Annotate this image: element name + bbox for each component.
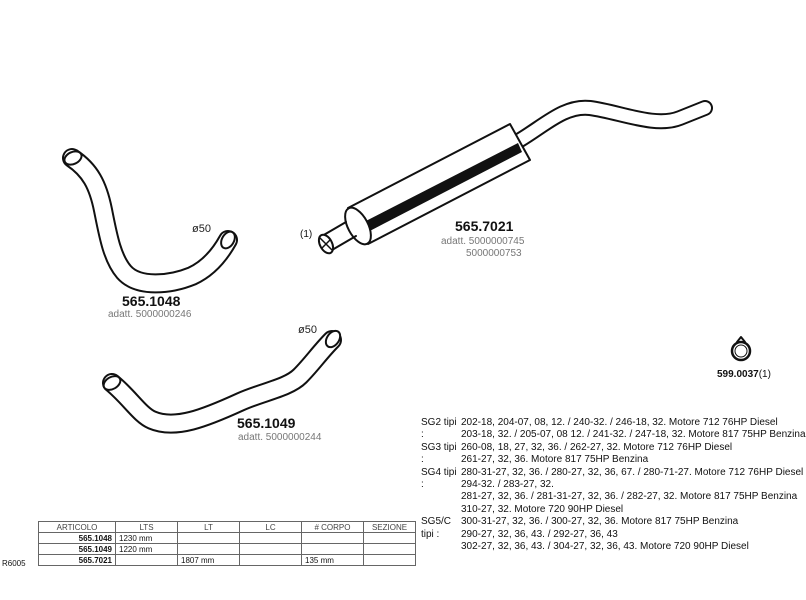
muffler-adatt-2: 5000000753 <box>466 248 522 259</box>
app-group-label: SG3 tipi : <box>421 441 457 466</box>
col-lts: LTS <box>115 521 178 533</box>
pipe-565-1048-drawing <box>62 148 238 294</box>
cell-sezione <box>363 543 416 555</box>
cell-lc <box>239 532 302 544</box>
clamp-code: 599.0037 <box>717 369 759 380</box>
vehicle-applications: SG2 tipi : 202-18, 204-07, 08, 12. / 240… <box>421 417 806 553</box>
col-articolo: ARTICOLO <box>38 521 116 533</box>
clamp-599-0037-drawing <box>730 336 752 362</box>
cell-corpo <box>301 543 364 555</box>
muffler-note: (1) <box>300 229 313 240</box>
app-line: 310-27, 32. Motore 720 90HP Diesel <box>461 503 624 515</box>
cell-corpo <box>301 532 364 544</box>
cell-lt <box>177 532 240 544</box>
app-line: 281-27, 32, 36. / 281-31-27, 32, 36. / 2… <box>461 491 798 503</box>
pipe-565-1048-diameter: ø50 <box>192 223 211 235</box>
cell-corpo: 135 mm <box>301 554 364 566</box>
table-row: 565.7021 1807 mm 135 mm <box>38 554 416 566</box>
muffler-adatt-1: adatt. 5000000745 <box>441 236 525 247</box>
table-row: 565.1048 1230 mm <box>38 532 416 544</box>
app-line: 290-27, 32, 36, 43. / 292-27, 36, 43 <box>461 528 618 540</box>
clamp-label: 599.0037(1) <box>717 369 771 380</box>
table-row: 565.1049 1220 mm <box>38 543 416 555</box>
table-row-code: R6005 <box>2 559 26 568</box>
cell-articolo: 565.7021 <box>38 554 116 566</box>
pipe-565-1048-code: 565.1048 <box>122 293 181 309</box>
muffler-565-7021-drawing <box>317 99 713 255</box>
col-lt: LT <box>177 521 240 533</box>
cell-lt: 1807 mm <box>177 554 240 566</box>
col-corpo: # CORPO <box>301 521 364 533</box>
app-group-sg4: SG4 tipi : 280-31-27, 32, 36. / 280-27, … <box>421 467 806 517</box>
app-group-label: SG2 tipi : <box>421 417 457 441</box>
app-line: 203-18, 32. / 205-07, 08 12. / 241-32. /… <box>461 429 806 441</box>
cell-lc <box>239 543 302 555</box>
app-line: 294-32. / 283-27, 32. <box>461 479 554 491</box>
cell-sezione <box>363 532 416 544</box>
app-group-sg2: SG2 tipi : 202-18, 204-07, 08, 12. / 240… <box>421 417 806 442</box>
cell-lt <box>177 543 240 555</box>
cell-lts: 1230 mm <box>115 532 178 544</box>
app-group-sg5c: SG5/C tipi : 300-31-27, 32, 36. / 300-27… <box>421 516 806 553</box>
clamp-note: (1) <box>758 369 771 380</box>
app-line: 302-27, 32, 36, 43. / 304-27, 32, 36, 43… <box>461 541 749 553</box>
specifications-table: ARTICOLO LTS LT LC # CORPO SEZIONE 565.1… <box>38 521 416 566</box>
cell-lts <box>115 554 178 566</box>
app-line: 202-18, 204-07, 08, 12. / 240-32. / 246-… <box>461 417 778 428</box>
app-line: 260-08, 18, 27, 32, 36. / 262-27, 32. Mo… <box>461 441 733 453</box>
muffler-565-7021-code: 565.7021 <box>455 218 514 234</box>
cell-articolo: 565.1049 <box>38 543 116 555</box>
pipe-565-1049-drawing <box>102 329 342 434</box>
col-sezione: SEZIONE <box>363 521 416 533</box>
pipe-565-1049-adatt: adatt. 5000000244 <box>238 432 322 443</box>
pipe-565-1048-adatt: adatt. 5000000246 <box>108 309 192 320</box>
app-group-sg3: SG3 tipi : 260-08, 18, 27, 32, 36. / 262… <box>421 442 806 467</box>
cell-articolo: 565.1048 <box>38 532 116 544</box>
cell-sezione <box>363 554 416 566</box>
app-group-label: SG5/C tipi : <box>421 516 452 540</box>
pipe-565-1049-diameter: ø50 <box>298 324 317 336</box>
app-line: 280-31-27, 32, 36. / 280-27, 32, 36, 67.… <box>461 466 804 478</box>
app-group-label: SG4 tipi : <box>421 466 457 491</box>
app-line: 300-31-27, 32, 36. / 300-27, 32, 36. Mot… <box>461 516 739 528</box>
cell-lts: 1220 mm <box>115 543 178 555</box>
pipe-565-1049-code: 565.1049 <box>237 415 296 431</box>
table-header-row: ARTICOLO LTS LT LC # CORPO SEZIONE <box>38 521 416 533</box>
col-lc: LC <box>239 521 302 533</box>
cell-lc <box>239 554 302 566</box>
app-line: 261-27, 32, 36. Motore 817 75HP Benzina <box>461 454 649 466</box>
